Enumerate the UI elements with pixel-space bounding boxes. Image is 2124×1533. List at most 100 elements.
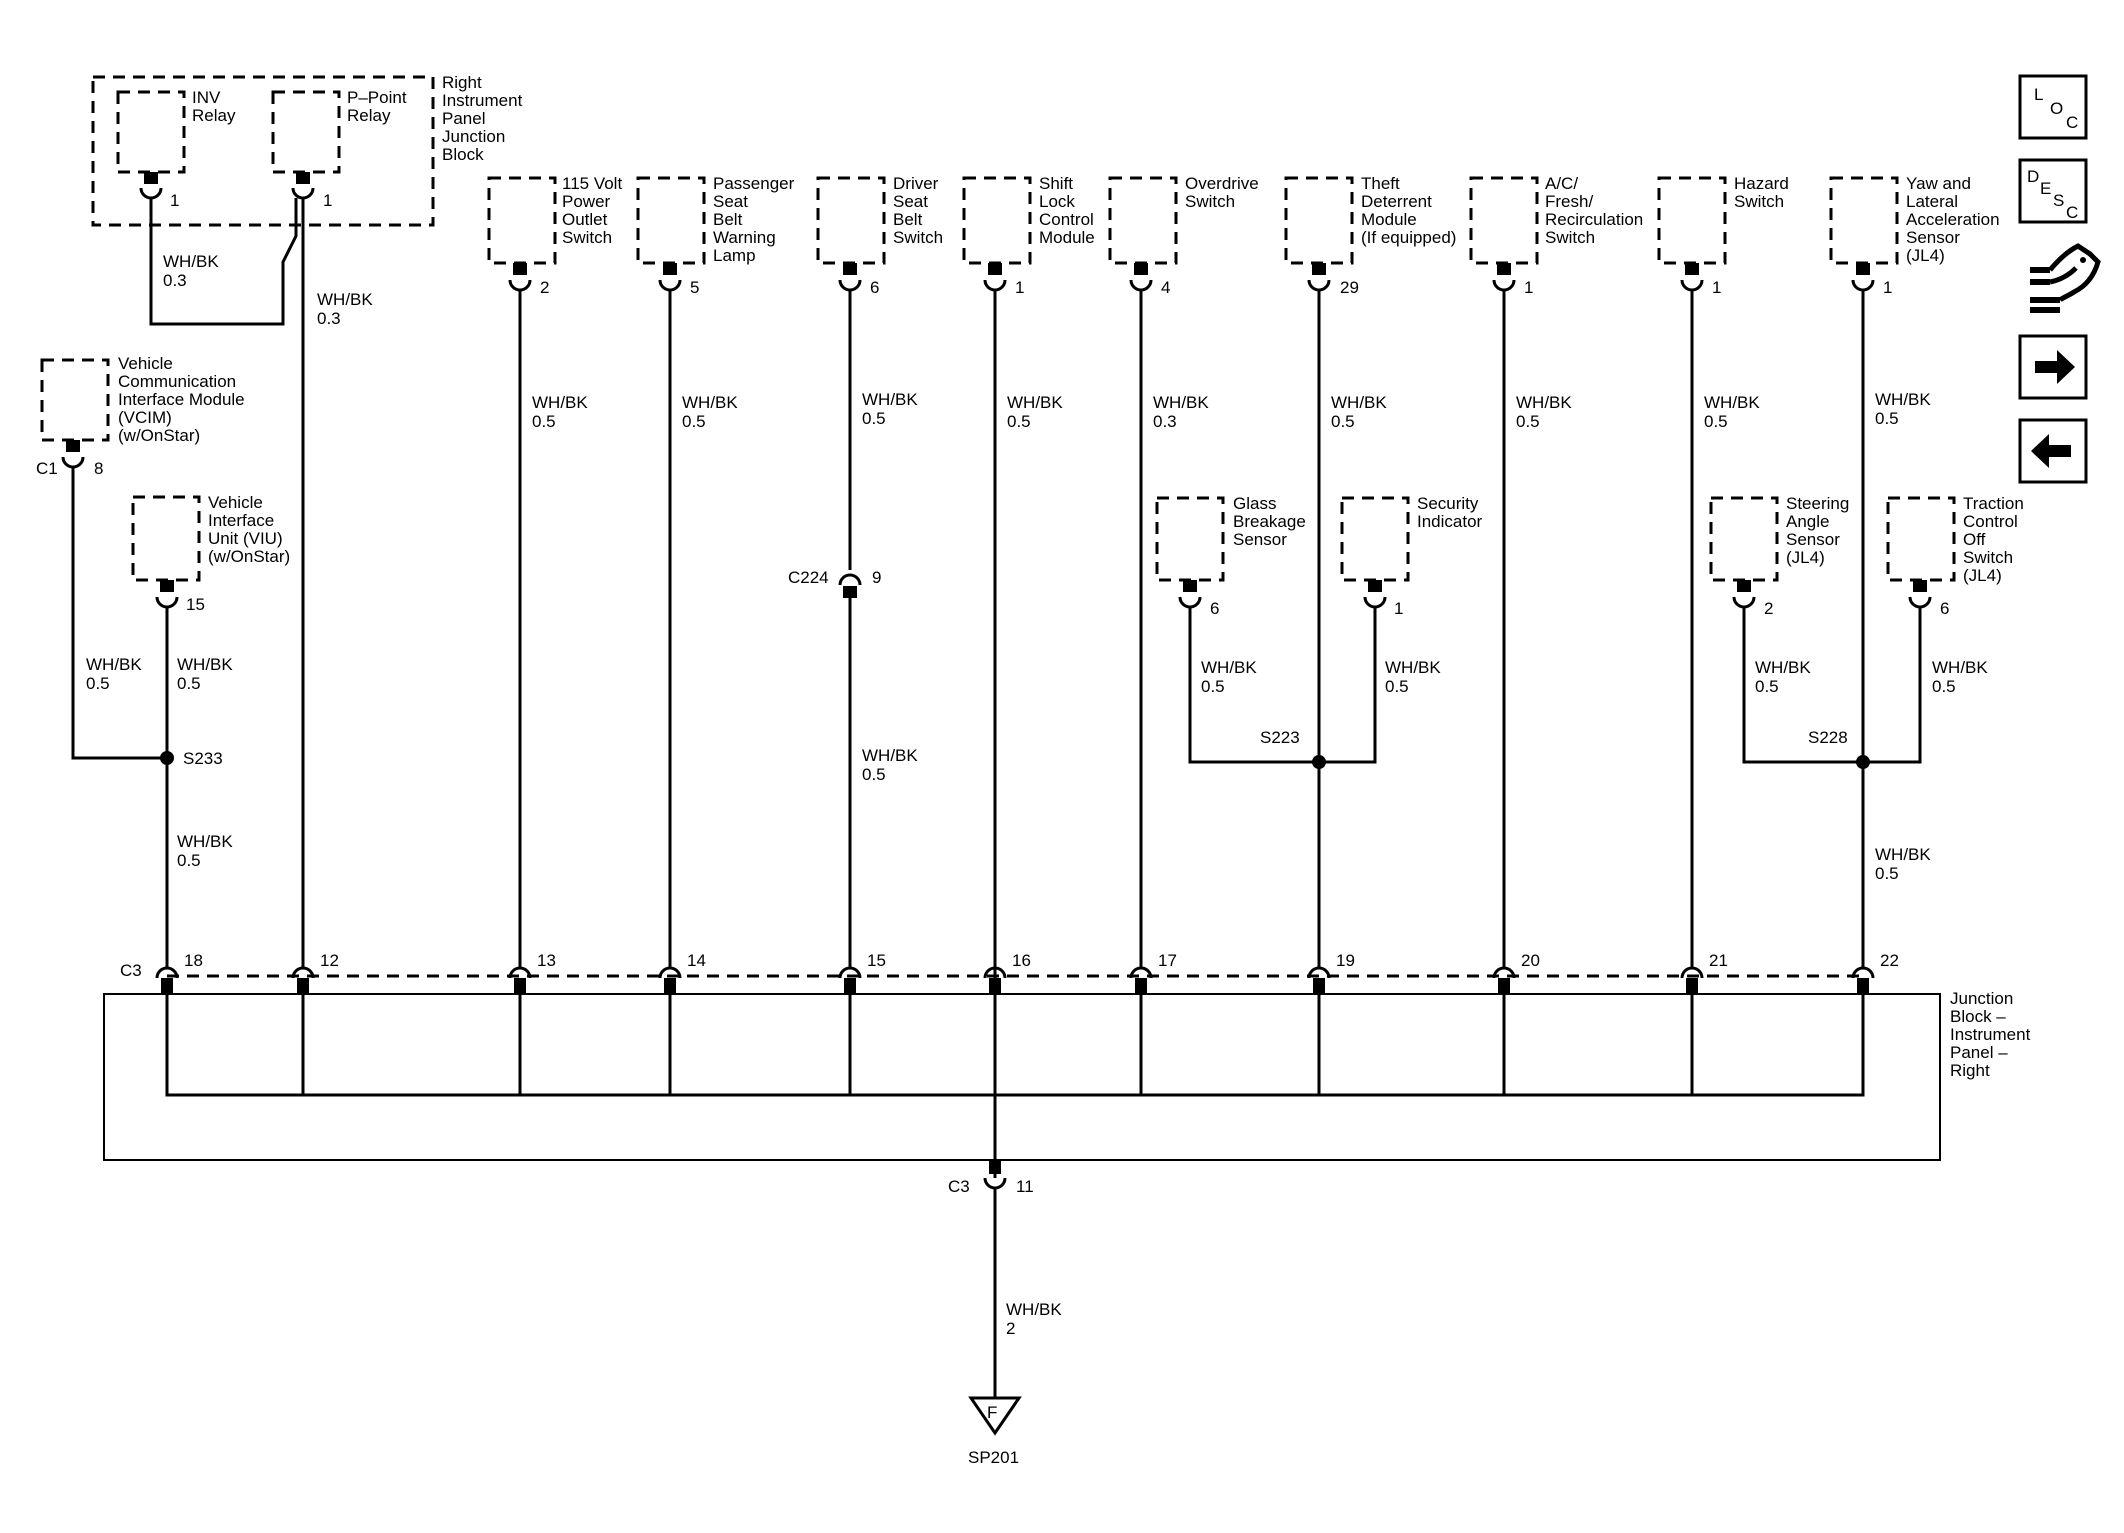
svg-text:Off: Off [1963, 530, 1986, 549]
rip-junction-block-outline [91, 75, 435, 227]
svg-text:Module: Module [1361, 210, 1417, 229]
driver-belt-wire-label-bottom: WH/BK 0.5 [862, 746, 918, 784]
power-outlet-switch: 115 Volt Power Outlet Switch 2 [487, 174, 622, 297]
svg-text:(If equipped): (If equipped) [1361, 228, 1456, 247]
svg-text:Fresh/: Fresh/ [1545, 192, 1593, 211]
vcim-wire-label: WH/BK 0.5 [86, 655, 142, 693]
svg-text:Sensor: Sensor [1233, 530, 1287, 549]
svg-text:29: 29 [1340, 278, 1359, 297]
svg-text:0.3: 0.3 [317, 309, 341, 328]
svg-text:Hazard: Hazard [1734, 174, 1789, 193]
svg-text:C224: C224 [788, 568, 829, 587]
ac-recirculation-switch: A/C/ Fresh/ Recirculation Switch 1 [1469, 174, 1643, 297]
svg-text:SP201: SP201 [968, 1448, 1019, 1467]
svg-text:Lamp: Lamp [713, 246, 756, 265]
junction-block-label: Junction Block – Instrument Panel – Righ… [1950, 989, 2031, 1080]
svg-text:Vehicle: Vehicle [208, 493, 263, 512]
svg-text:Outlet: Outlet [562, 210, 608, 229]
svg-text:Steering: Steering [1786, 494, 1849, 513]
theft-wire-label: WH/BK 0.5 [1331, 393, 1387, 431]
svg-text:L: L [2034, 85, 2043, 104]
s228-splice: S228 [1808, 728, 1870, 769]
inv-relay-wire [149, 198, 298, 326]
svg-text:Right: Right [1950, 1061, 1990, 1080]
svg-text:18: 18 [184, 951, 203, 970]
svg-text:WH/BK: WH/BK [532, 393, 588, 412]
svg-text:0.5: 0.5 [1201, 677, 1225, 696]
svg-text:15: 15 [186, 595, 205, 614]
svg-text:Glass: Glass [1233, 494, 1276, 513]
c3-bottom-connector: C3 11 [948, 1160, 1034, 1196]
security-indicator: Security Indicator 1 [1340, 494, 1483, 618]
svg-text:0.5: 0.5 [1704, 412, 1728, 431]
svg-text:Lateral: Lateral [1906, 192, 1958, 211]
svg-text:1: 1 [1883, 278, 1892, 297]
passenger-seat-belt-warning-lamp: Passenger Seat Belt Warning Lamp 5 [636, 174, 795, 297]
left-arrow-button[interactable] [2018, 418, 2088, 484]
steer-wire-label: WH/BK 0.5 [1755, 658, 1811, 696]
svg-text:Communication: Communication [118, 372, 236, 391]
svg-text:0.5: 0.5 [177, 851, 201, 870]
svg-text:Sensor: Sensor [1906, 228, 1960, 247]
svg-text:WH/BK: WH/BK [177, 655, 233, 674]
svg-text:Traction: Traction [1963, 494, 2024, 513]
svg-text:4: 4 [1161, 278, 1170, 297]
svg-text:6: 6 [870, 278, 879, 297]
svg-text:Unit (VIU): Unit (VIU) [208, 529, 283, 548]
svg-text:WH/BK: WH/BK [1006, 1300, 1062, 1319]
svg-text:WH/BK: WH/BK [86, 655, 142, 674]
svg-text:Shift: Shift [1039, 174, 1073, 193]
svg-text:O: O [2050, 99, 2063, 118]
svg-text:D: D [2027, 167, 2039, 186]
svg-text:Switch: Switch [1185, 192, 1235, 211]
svg-text:12: 12 [320, 951, 339, 970]
svg-text:17: 17 [1158, 951, 1177, 970]
glass-wire-label: WH/BK 0.5 [1201, 658, 1257, 696]
traction-control-off-switch: Traction Control Off Switch (JL4) 6 [1886, 494, 2024, 618]
svg-text:WH/BK: WH/BK [1201, 658, 1257, 677]
svg-text:0.5: 0.5 [1755, 677, 1779, 696]
svg-text:WH/BK: WH/BK [1875, 390, 1931, 409]
svg-text:Passenger: Passenger [713, 174, 795, 193]
svg-text:(JL4): (JL4) [1906, 246, 1945, 265]
yaw-lateral-acceleration-sensor: Yaw and Lateral Acceleration Sensor (JL4… [1829, 174, 2000, 297]
svg-text:0.5: 0.5 [86, 674, 110, 693]
svg-text:E: E [2040, 179, 2051, 198]
desc-button[interactable]: D E S C [2018, 158, 2088, 224]
svg-text:Switch: Switch [1545, 228, 1595, 247]
svg-text:0.3: 0.3 [1153, 412, 1177, 431]
svg-text:(w/OnStar): (w/OnStar) [118, 426, 200, 445]
glass-secind-wire [1188, 607, 1377, 764]
svg-text:1: 1 [323, 191, 332, 210]
svg-text:1: 1 [1015, 278, 1024, 297]
svg-text:Seat: Seat [893, 192, 928, 211]
svg-text:(JL4): (JL4) [1786, 548, 1825, 567]
svg-text:115 Volt: 115 Volt [562, 174, 622, 193]
svg-text:P–Point: P–Point [347, 88, 407, 107]
svg-text:C: C [2066, 113, 2078, 132]
junction-block-ip-right [103, 993, 1941, 1161]
svg-text:C3: C3 [948, 1177, 970, 1196]
svg-text:WH/BK: WH/BK [1153, 393, 1209, 412]
s233-down-wire-label: WH/BK 0.5 [177, 832, 233, 870]
svg-text:Block: Block [442, 145, 484, 164]
svg-text:(JL4): (JL4) [1963, 566, 2002, 585]
right-arrow-button[interactable] [2018, 334, 2088, 400]
wiring-harness-icon[interactable] [2030, 243, 2101, 313]
c3-pins: 18 12 13 14 15 16 17 19 20 21 22 [155, 951, 1899, 994]
svg-text:WH/BK: WH/BK [1932, 658, 1988, 677]
svg-text:0.5: 0.5 [532, 412, 556, 431]
loc-button[interactable]: L O C [2018, 74, 2088, 140]
hazard-switch: Hazard Switch 1 [1657, 174, 1789, 297]
svg-text:Lock: Lock [1039, 192, 1075, 211]
svg-text:WH/BK: WH/BK [1385, 658, 1441, 677]
svg-text:Deterrent: Deterrent [1361, 192, 1432, 211]
svg-text:S233: S233 [183, 749, 223, 768]
svg-text:Overdrive: Overdrive [1185, 174, 1259, 193]
svg-text:1: 1 [1524, 278, 1533, 297]
right-arrow-icon [2035, 350, 2075, 384]
glass-breakage-sensor: Glass Breakage Sensor 6 [1155, 494, 1306, 618]
svg-text:Interface Module: Interface Module [118, 390, 245, 409]
s233-splice: S233 [160, 749, 223, 768]
